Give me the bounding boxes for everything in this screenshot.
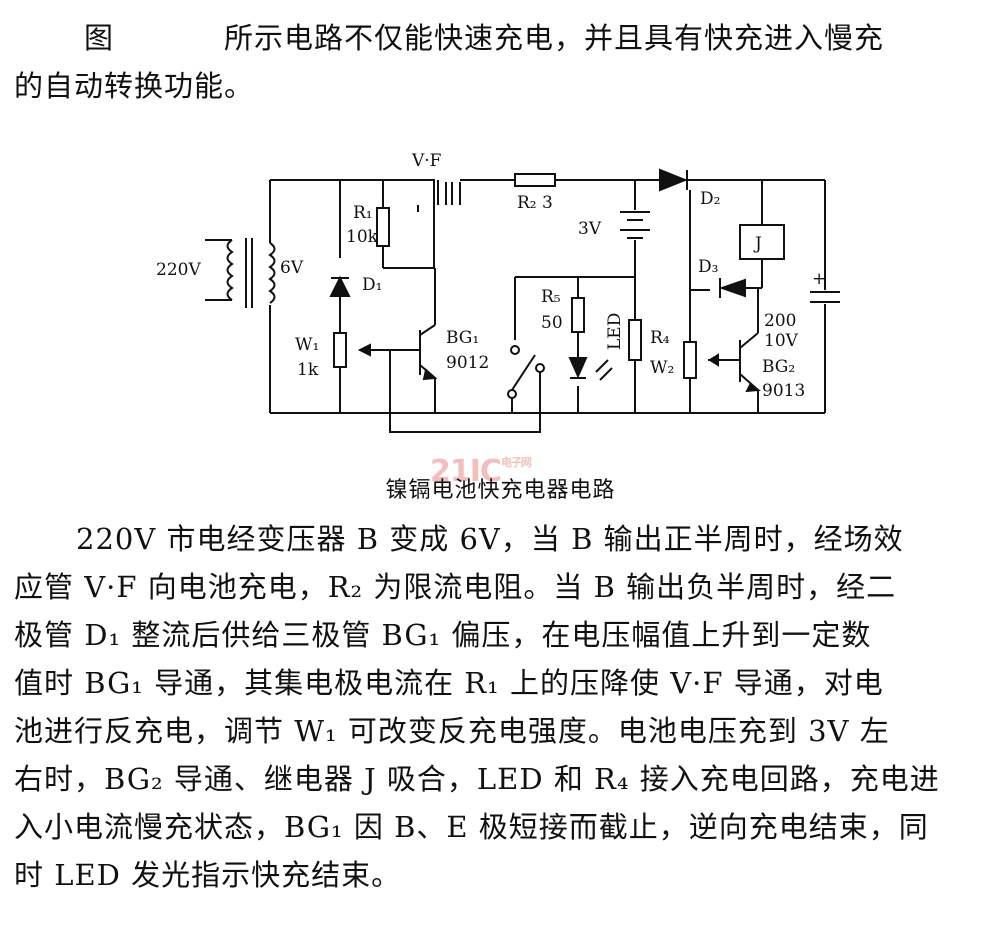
label-r5: R₅ [541,287,561,307]
watermark-logo: 21IC电子网 [430,454,532,489]
label-r1: R₁ [353,203,373,223]
body-line-5: 池进行反充电，调节 W₁ 可改变反充电强度。电池电压充到 3V 左 [14,714,890,748]
body-line-2: 应管 V·F 向电池充电，R₂ 为限流电阻。当 B 输出负半周时，经二 [14,570,897,604]
label-bg2: BG₂ [762,357,795,377]
label-w1: W₁ [295,335,319,355]
label-r5-value: 50 [541,313,563,333]
label-cap-value: 200 [764,311,796,331]
circuit-diagram: V·F R₂ 3 D₂ R₁ 10k D₁ 220V 6V W₁ 1k BG₁ … [156,151,840,433]
body-line-8: 时 LED 发光指示快充结束。 [14,858,402,892]
label-cap-plus: + [812,269,826,289]
figure-reference: 图 [84,21,115,55]
label-cap-voltage: 10V [764,331,799,351]
label-relay-j: J [753,234,762,254]
body-line-1: 220V 市电经变压器 B 变成 6V，当 B 输出正半周时，经场效 [76,522,904,556]
body-line-6: 右时，BG₂ 导通、继电器 J 吸合，LED 和 R₄ 接入充电回路，充电进 [14,762,940,796]
label-w2: W₂ [650,358,674,378]
intro-line-1: 所示电路不仅能快速充电，并且具有快充进入慢充 [224,21,885,55]
label-6v: 6V [280,258,304,278]
intro-line-2: 的自动转换功能。 [14,69,255,103]
label-vf: V·F [411,151,442,171]
label-220v: 220V [156,260,201,280]
label-d2: D₂ [700,189,720,209]
body-line-4: 值时 BG₁ 导通，其集电极电流在 R₁ 上的压降使 V·F 导通，对电 [14,666,884,700]
label-3v: 3V [578,219,602,239]
label-bg1-value: 9012 [446,353,489,373]
circuit-labels: V·F R₂ 3 D₂ R₁ 10k D₁ 220V 6V W₁ 1k BG₁ … [156,151,826,401]
label-bg2-value: 9013 [762,381,805,401]
label-bg1: BG₁ [446,328,479,348]
label-r1-value: 10k [346,227,379,247]
label-r2: R₂ 3 [517,193,553,213]
label-w1-value: 1k [297,360,319,380]
label-r4: R₄ [650,328,670,348]
body-line-3: 极管 D₁ 整流后供给三极管 BG₁ 偏压，在电压幅值上升到一定数 [14,618,872,652]
label-led: LED [605,313,625,350]
label-d1: D₁ [362,275,382,295]
label-d3: D₃ [698,257,718,277]
intro-paragraph: 图 所示电路不仅能快速充电，并且具有快充进入慢充 的自动转换功能。 [14,14,974,110]
figure-caption: 镍镉电池快充电器电路 [385,478,616,503]
body-line-7: 入小电流慢充状态，BG₁ 因 B、E 极短接而截止，逆向充电结束，同 [14,810,929,844]
body-paragraph: 220V 市电经变压器 B 变成 6V，当 B 输出正半周时，经场效 应管 V·… [14,515,974,899]
